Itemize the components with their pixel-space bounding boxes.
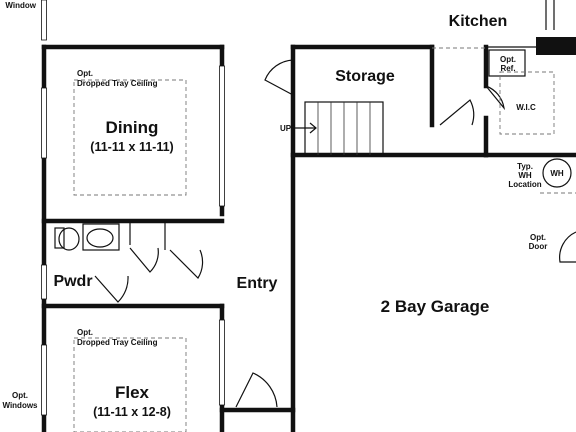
flex-tray-label-1: Opt. (77, 328, 93, 337)
flex-tray-label-2: Dropped Tray Ceiling (77, 338, 158, 347)
ref-label-2: Ref. (500, 64, 515, 73)
wic-label: W.I.C (516, 103, 536, 112)
fixtures (54, 47, 576, 251)
kitchen-column (536, 37, 576, 55)
wh-label-1: Typ. (517, 162, 533, 171)
pwdr-label: Pwdr (53, 273, 92, 290)
kitchen-label: Kitchen (449, 13, 508, 30)
doors (94, 59, 576, 408)
door-label-2: Door (529, 242, 548, 251)
garage-label: 2 Bay Garage (381, 297, 490, 316)
stairs (295, 101, 384, 156)
wh-label-3: Location (508, 180, 541, 189)
walls (41, 44, 576, 432)
windows-left-label-2: Windows (2, 401, 38, 410)
storage-label: Storage (335, 68, 395, 85)
up-label: UP (280, 124, 292, 133)
windows-left-label-1: Opt. (12, 391, 28, 400)
ref-label-1: Opt. (500, 55, 516, 64)
windows (41, 0, 225, 416)
dining-size: (11-11 x 11-11) (90, 140, 173, 154)
dining-tray-label-2: Dropped Tray Ceiling (77, 79, 158, 88)
door-label-1: Opt. (530, 233, 546, 242)
entry-label: Entry (237, 275, 278, 292)
window-top-label: Window (5, 1, 36, 10)
water-heater-symbol: WH (550, 169, 564, 178)
flex-tray-ceiling (73, 337, 187, 432)
flex-size: (11-11 x 12-8) (93, 405, 171, 419)
flex-label: Flex (115, 383, 150, 402)
dining-tray-ceiling (73, 79, 187, 196)
wh-label-2: WH (518, 171, 532, 180)
dining-label: Dining (106, 118, 159, 137)
dining-tray-label-1: Opt. (77, 69, 93, 78)
